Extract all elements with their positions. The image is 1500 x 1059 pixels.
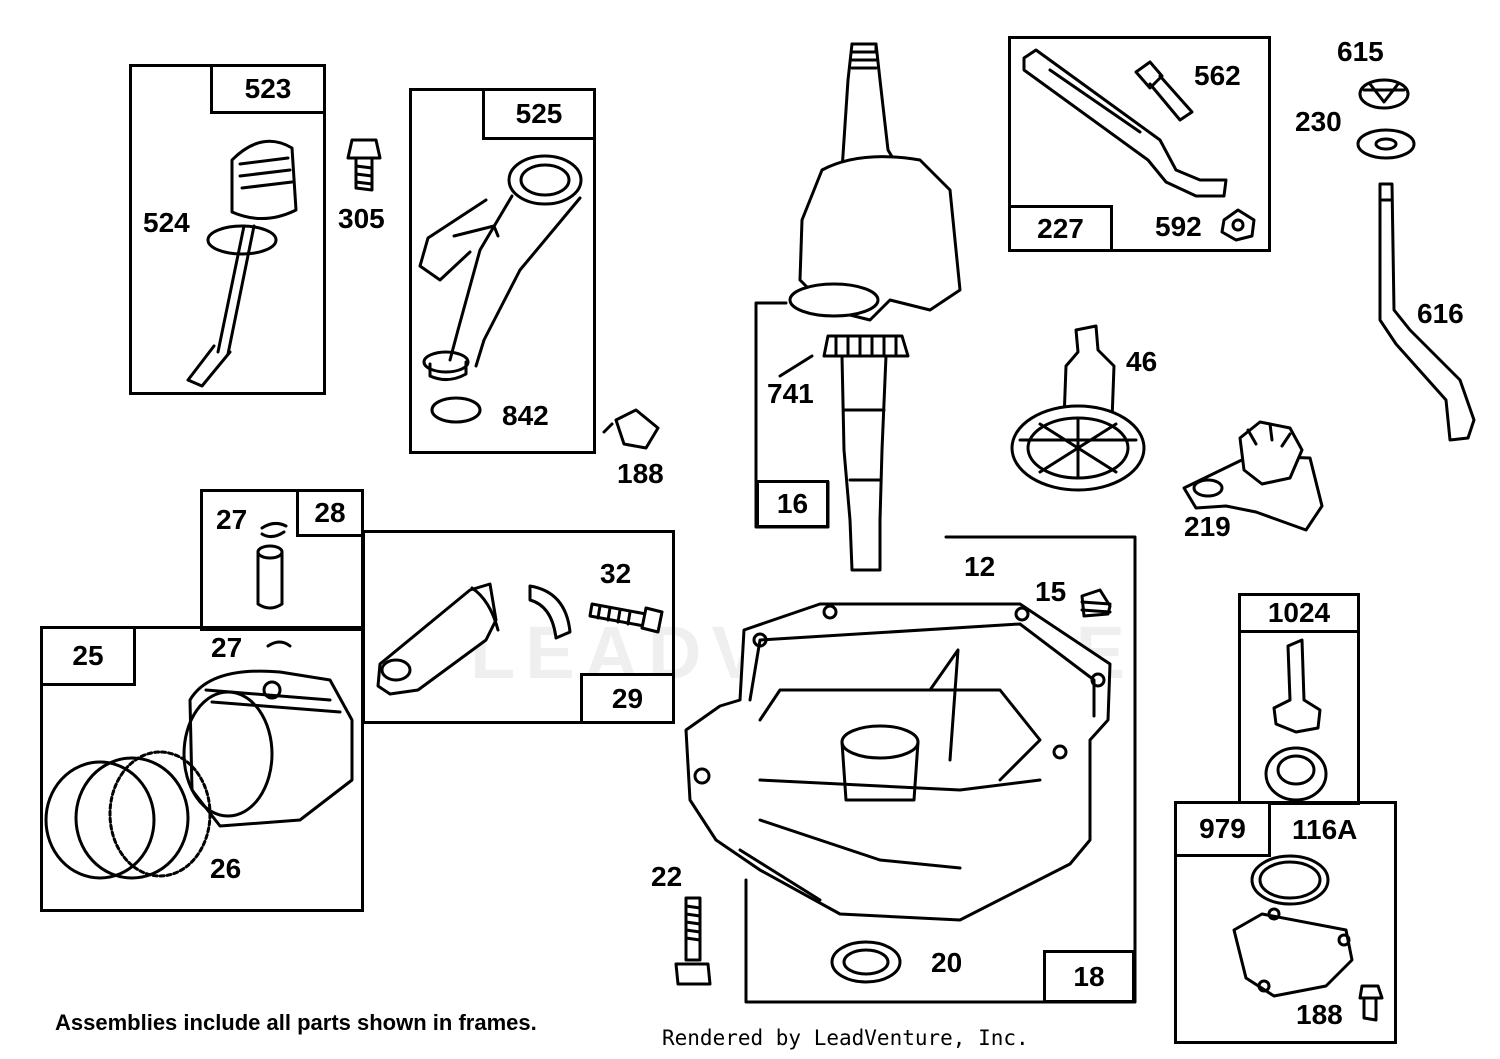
- part-label-22: 22: [651, 861, 683, 892]
- tube-525-drawing: [418, 154, 583, 381]
- frame-tag-16: 16: [756, 480, 829, 528]
- part-label-305: 305: [338, 203, 385, 234]
- gasket-979-drawing: [1250, 854, 1330, 906]
- part-label-524: 524: [143, 207, 190, 238]
- frame-tag-525: 525: [482, 88, 596, 140]
- part-label-741: 741: [767, 378, 814, 409]
- assembly-note: Assemblies include all parts shown in fr…: [55, 1010, 537, 1035]
- frame-tag-18: 18: [1043, 950, 1135, 1003]
- washer-615-drawing: [1358, 78, 1410, 110]
- part-label-188: 188: [617, 458, 664, 489]
- wrist-pin-drawing: [256, 544, 284, 610]
- shaft-616-drawing: [1378, 182, 1476, 442]
- render-credit: Rendered by LeadVenture, Inc.: [662, 1026, 1029, 1050]
- part-label-12: 12: [964, 551, 996, 582]
- circlip-27b-drawing: [266, 640, 292, 648]
- frame-tag-25: 25: [40, 626, 136, 686]
- bolt-305-drawing: [346, 138, 382, 192]
- part-label-219: 219: [1184, 511, 1231, 542]
- part-label-27-top: 27: [216, 504, 248, 535]
- part-label-188-cover: 188: [1296, 999, 1343, 1030]
- governor-gear-drawing: [1182, 420, 1324, 532]
- part-label-616: 616: [1417, 298, 1464, 329]
- part-label-615: 615: [1337, 36, 1384, 67]
- frame-tag-227: 227: [1008, 205, 1113, 252]
- part-label-562: 562: [1194, 60, 1241, 91]
- frame-227: [1008, 36, 1271, 252]
- piston-drawing: [182, 669, 354, 828]
- governor-arm-drawing: [1022, 48, 1256, 242]
- piston-rings-drawing: [44, 750, 212, 880]
- sump-drawing: [684, 602, 1112, 922]
- frame-tag-523: 523: [210, 64, 326, 114]
- frame-tag-979: 979: [1174, 801, 1271, 857]
- leader-741: [778, 354, 814, 378]
- bolt-22-drawing: [674, 896, 712, 986]
- camshaft-drawing: [1010, 324, 1146, 492]
- oil-pump-drawing: [1264, 638, 1328, 802]
- frame-tag-28: 28: [296, 489, 364, 537]
- frame-979: [1174, 801, 1397, 1044]
- bracket-18: [744, 535, 1137, 1004]
- part-label-592: 592: [1155, 211, 1202, 242]
- part-label-20: 20: [931, 947, 963, 978]
- bolt-188-drawing: [602, 408, 660, 450]
- part-label-26: 26: [210, 853, 242, 884]
- frame-tag-29: 29: [580, 673, 675, 724]
- part-label-15: 15: [1035, 576, 1067, 607]
- frame-tag-1024: 1024: [1238, 593, 1360, 633]
- part-label-230: 230: [1295, 106, 1342, 137]
- part-label-46: 46: [1126, 346, 1158, 377]
- connecting-rod-drawing: [376, 582, 572, 696]
- bolt-188b-drawing: [1358, 984, 1384, 1022]
- part-label-842: 842: [502, 400, 549, 431]
- oil-seal-20-drawing: [830, 940, 902, 984]
- bolt-32-drawing: [588, 602, 664, 634]
- circlip-27-drawing: [260, 521, 288, 539]
- cover-116a-drawing: [1232, 907, 1354, 998]
- oring-842-drawing: [430, 396, 482, 424]
- part-label-32: 32: [600, 558, 632, 589]
- part-label-116a: 116A: [1292, 814, 1358, 845]
- dipstick-drawing: [186, 139, 298, 388]
- part-label-27-bottom: 27: [211, 632, 243, 663]
- breather-15-drawing: [1080, 588, 1112, 618]
- washer-230-drawing: [1356, 128, 1416, 160]
- crankshaft-drawing: [788, 42, 962, 572]
- frame-25: [40, 626, 364, 912]
